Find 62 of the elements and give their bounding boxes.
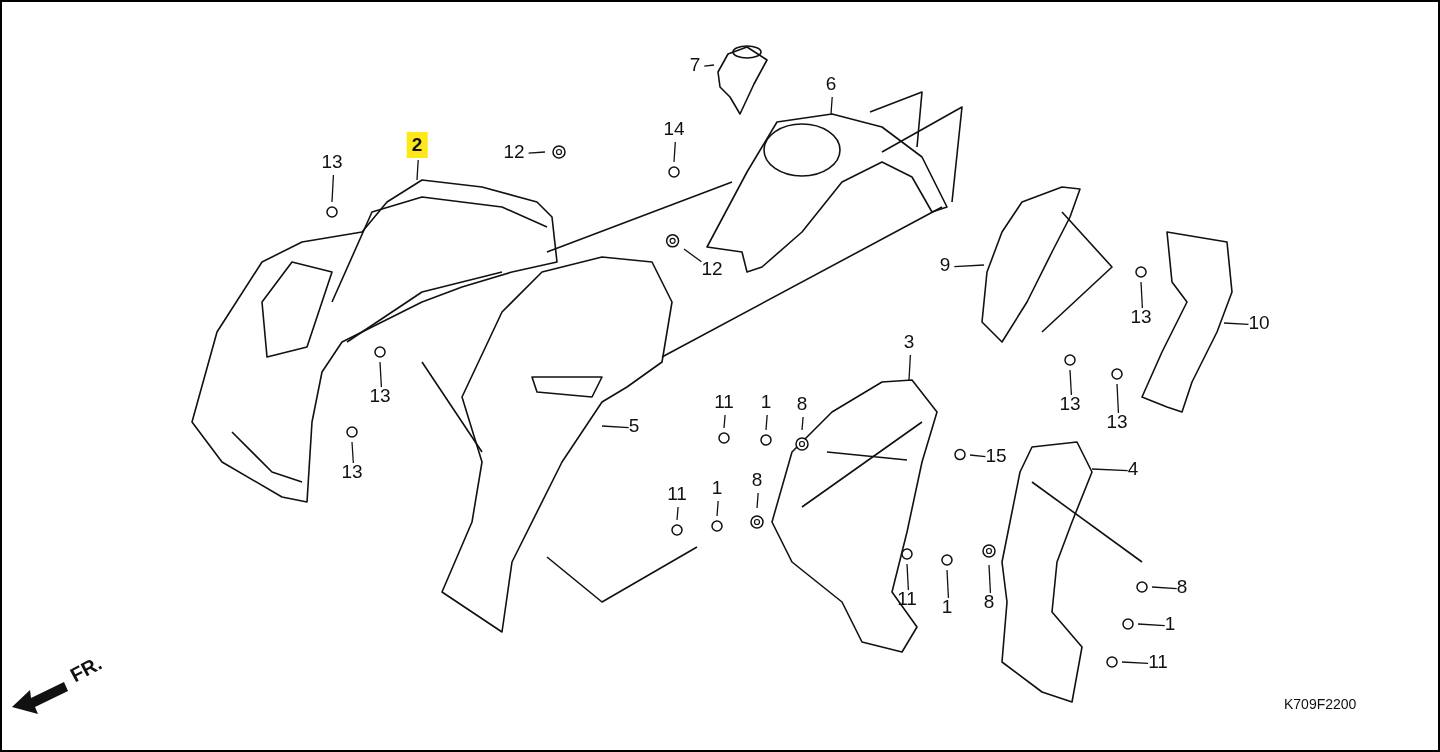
callout-number: 11 [1146,651,1170,673]
callout-number: 13 [1128,306,1154,328]
leader-line [1140,281,1144,309]
callout-number: 8 [749,469,765,491]
callout-number: 13 [1104,411,1130,433]
callout-number: 6 [823,73,839,95]
callout-number: 11 [895,588,919,610]
callout-number: 11 [712,391,736,413]
leader-line [1116,383,1120,414]
leader-line [1151,586,1178,590]
callout-number: 12 [501,141,527,163]
leader-line [946,569,950,599]
leader-line [379,361,383,388]
leader-line [756,492,759,509]
callout-number: 8 [981,591,997,613]
callout-number: 7 [687,54,703,76]
part-code: K709F2200 [1284,696,1357,712]
callout-number: 13 [339,461,365,483]
leader-line [351,441,354,464]
leader-line [683,248,703,263]
leader-line [953,264,985,268]
leader-line [723,414,726,429]
callout-number: 1 [939,596,955,618]
leader-line [527,151,546,154]
leader-line [830,96,833,115]
leader-line [1137,623,1166,627]
callout-number: 1 [758,391,774,413]
leader-line [1223,322,1250,325]
callout-number: 4 [1125,458,1141,480]
leader-line [906,563,910,591]
leader-line [1121,661,1149,665]
direction-label: FR. [66,651,106,688]
callout-number: 1 [709,477,725,499]
callout-number: 13 [1057,393,1083,415]
leader-line [676,506,679,521]
leader-line [703,64,715,67]
leader-line [988,564,992,594]
leader-line [1091,468,1129,472]
callout-number: 12 [699,258,725,280]
leader-line [801,416,804,431]
leader-line [1069,369,1073,396]
leader-line [673,141,676,163]
callout-number: 13 [319,151,345,173]
callout-number: 10 [1246,312,1272,334]
leader-line [765,414,768,431]
callout-number: 1 [1162,613,1178,635]
leader-line [716,500,719,517]
callout-number: 5 [626,415,642,437]
callout-number: 14 [661,118,687,140]
callout-number: 2 [406,132,428,158]
callout-number: 9 [937,254,953,276]
leader-line [908,354,912,381]
callout-number: 13 [367,385,393,407]
callout-number: 8 [1174,576,1190,598]
leader-line [969,454,987,458]
leader-line [601,425,630,429]
callout-number: 3 [901,331,917,353]
callout-number: 8 [794,393,810,415]
leader-line [416,159,419,181]
callout-number: 15 [983,445,1009,467]
callout-number: 11 [665,483,689,505]
leader-line [331,174,335,203]
